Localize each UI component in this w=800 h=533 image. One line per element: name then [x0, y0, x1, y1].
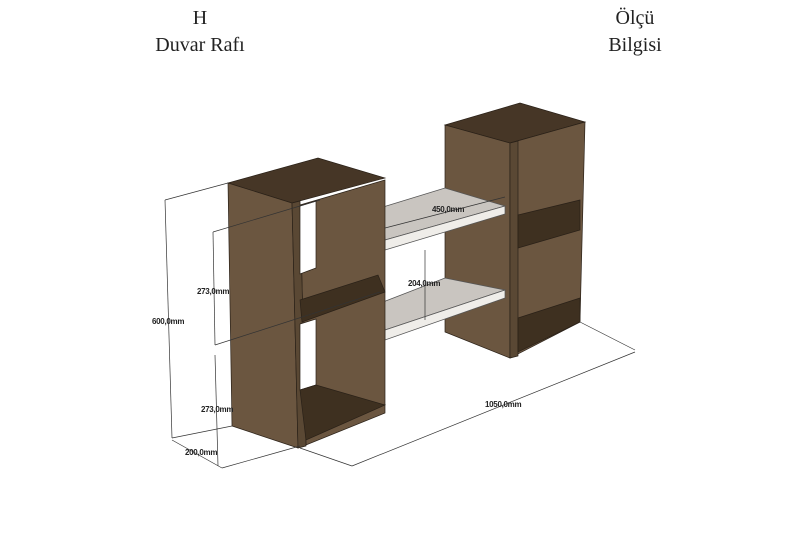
middle-shelves: [382, 187, 507, 341]
dim-lower-cell-height: 273,0mm: [201, 405, 234, 414]
dim-depth: 200,0mm: [185, 448, 218, 457]
left-unit: [226, 157, 387, 449]
dim-total-width: 1050,0mm: [485, 400, 522, 409]
dim-upper-cell-height: 273,0mm: [197, 287, 230, 296]
product-name: Duvar Rafı: [155, 34, 245, 56]
title-right-line1: Ölçü: [615, 7, 655, 29]
title-right: Ölçü Bilgisi: [585, 5, 685, 59]
dim-shelf-width: 450,0mm: [432, 205, 465, 214]
title-right-line2: Bilgisi: [608, 34, 662, 56]
dim-shelf-gap: 204,0mm: [408, 279, 441, 288]
right-unit: [443, 102, 587, 359]
title-left: H Duvar Rafı: [140, 5, 260, 59]
dim-total-height: 600,0mm: [152, 317, 185, 326]
product-letter: H: [192, 7, 208, 29]
dimension-lines: [164, 182, 636, 469]
